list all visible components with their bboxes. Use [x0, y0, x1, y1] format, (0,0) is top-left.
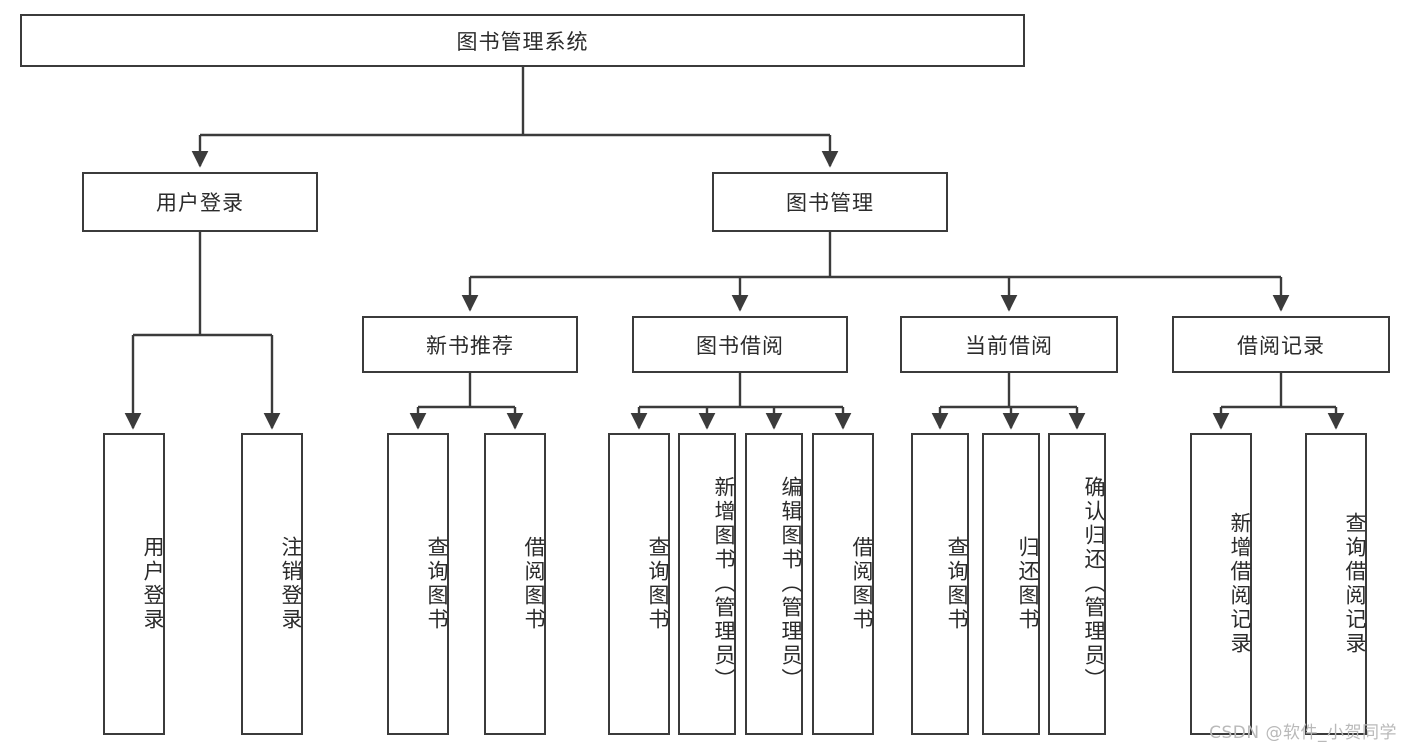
leaf-query-borrow-record[interactable]: 查询借阅记录 — [1305, 433, 1367, 735]
leaf-borrow-book[interactable]: 借阅图书 — [812, 433, 874, 735]
leaf-query-book-current[interactable]: 查询图书 — [911, 433, 969, 735]
node-root[interactable]: 图书管理系统 — [20, 14, 1025, 67]
leaf-label: 查询图书 — [425, 536, 449, 632]
leaf-query-book-borrow[interactable]: 查询图书 — [608, 433, 670, 735]
leaf-label: 新增图书（管理员） — [712, 476, 736, 692]
leaf-label: 查询图书 — [945, 536, 969, 632]
node-new-book-recommend[interactable]: 新书推荐 — [362, 316, 578, 373]
node-book-management-label: 图书管理 — [786, 191, 874, 215]
leaf-query-book-recommend[interactable]: 查询图书 — [387, 433, 449, 735]
watermark: CSDN @软件_小贺同学 — [1209, 723, 1397, 743]
leaf-logout[interactable]: 注销登录 — [241, 433, 303, 735]
leaf-return-book[interactable]: 归还图书 — [982, 433, 1040, 735]
leaf-confirm-return-admin[interactable]: 确认归还（管理员） — [1048, 433, 1106, 735]
leaf-edit-book-admin[interactable]: 编辑图书（管理员） — [745, 433, 803, 735]
leaf-label: 确认归还（管理员） — [1082, 476, 1106, 692]
leaf-label: 借阅图书 — [850, 536, 874, 632]
node-borrow-record-label: 借阅记录 — [1237, 333, 1325, 358]
node-root-label: 图书管理系统 — [456, 29, 589, 54]
leaf-label: 查询图书 — [646, 536, 670, 632]
leaf-label: 查询借阅记录 — [1343, 512, 1367, 656]
leaf-add-borrow-record[interactable]: 新增借阅记录 — [1190, 433, 1252, 735]
node-user-login[interactable]: 用户登录 — [82, 172, 318, 232]
node-book-borrow[interactable]: 图书借阅 — [632, 316, 848, 373]
leaf-add-book-admin[interactable]: 新增图书（管理员） — [678, 433, 736, 735]
node-current-borrow[interactable]: 当前借阅 — [900, 316, 1118, 373]
leaf-label: 用户登录 — [141, 536, 165, 632]
leaf-label: 注销登录 — [279, 536, 303, 632]
node-borrow-record[interactable]: 借阅记录 — [1172, 316, 1390, 373]
node-book-borrow-label: 图书借阅 — [696, 333, 784, 358]
node-new-book-recommend-label: 新书推荐 — [426, 333, 514, 358]
leaf-label: 归还图书 — [1016, 536, 1040, 632]
node-user-login-label: 用户登录 — [156, 191, 244, 215]
node-current-borrow-label: 当前借阅 — [965, 333, 1053, 358]
leaf-user-login[interactable]: 用户登录 — [103, 433, 165, 735]
leaf-label: 新增借阅记录 — [1228, 512, 1252, 656]
leaf-borrow-book-recommend[interactable]: 借阅图书 — [484, 433, 546, 735]
leaf-label: 编辑图书（管理员） — [779, 476, 803, 692]
leaf-label: 借阅图书 — [522, 536, 546, 632]
node-book-management[interactable]: 图书管理 — [712, 172, 948, 232]
